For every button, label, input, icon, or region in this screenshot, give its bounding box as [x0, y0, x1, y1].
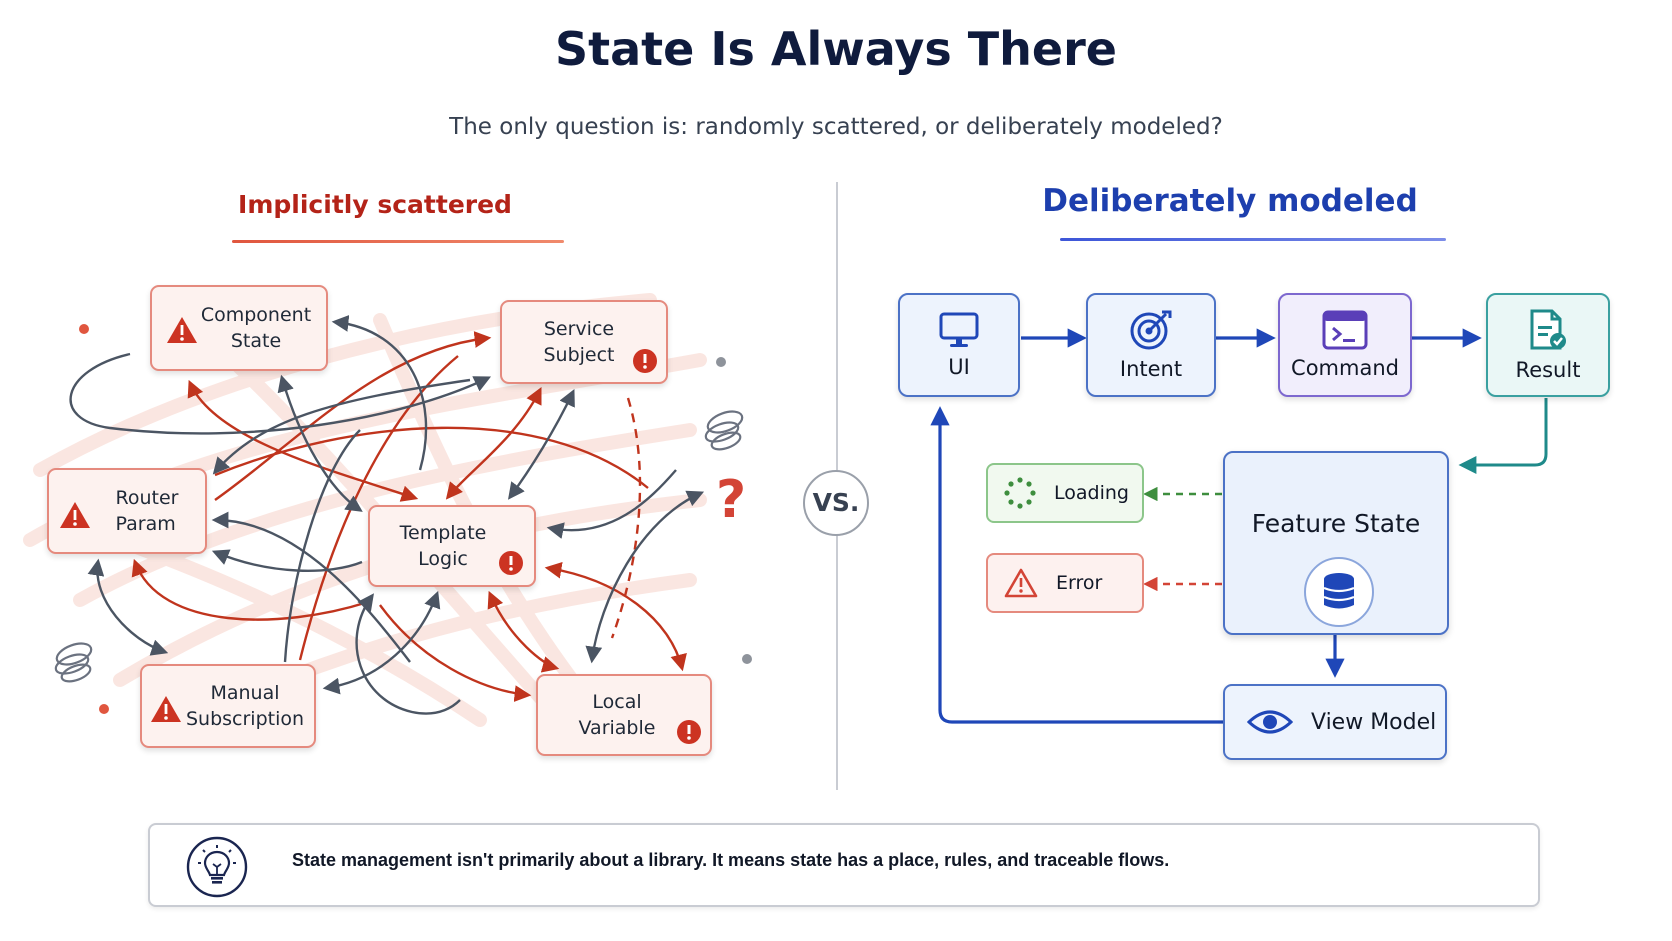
command-node: Command	[1278, 293, 1412, 397]
scattered-arrow	[214, 426, 649, 489]
scattered-arrow	[322, 590, 441, 695]
command-label: Command	[1291, 356, 1399, 380]
scattered-arrow	[211, 549, 363, 572]
spinner-icon	[1004, 477, 1036, 509]
exclamation-circle-icon	[499, 551, 523, 575]
monitor-icon	[939, 312, 979, 347]
warning-triangle-icon	[151, 696, 181, 722]
error-state: Error	[986, 553, 1144, 613]
local-variable-label: Local Variable	[578, 691, 656, 739]
eye-icon	[1247, 710, 1293, 734]
scatter-dot	[79, 324, 89, 334]
scattered-arrow	[546, 469, 677, 539]
page-title: State Is Always There	[555, 22, 1117, 76]
loading-state: Loading	[986, 463, 1144, 523]
result-node: Result	[1486, 293, 1610, 397]
view-model-node: View Model	[1223, 684, 1447, 760]
template-logic-label: Template Logic	[399, 522, 487, 570]
manual-subscription-node: Manual Subscription	[140, 664, 316, 748]
service-subject-label: Service Subject	[543, 318, 615, 366]
target-icon	[1130, 310, 1172, 350]
scattered-arrow	[87, 558, 169, 656]
feature-state-node: Feature State	[1223, 451, 1449, 635]
result-to-feature-state-arrow	[1458, 398, 1548, 474]
lightbulb-icon	[186, 836, 248, 898]
warning-triangle-icon	[167, 317, 197, 343]
footer-text: State management isn't primarily about a…	[292, 850, 1170, 870]
loading-label: Loading	[1054, 482, 1129, 504]
result-label: Result	[1515, 358, 1581, 382]
scattered-arrow	[508, 388, 575, 500]
exclamation-circle-icon	[677, 720, 701, 744]
ui-node: UI	[898, 293, 1020, 397]
scatter-dot	[99, 704, 109, 714]
feature-state-label: Feature State	[1251, 509, 1421, 538]
service-subject-node: Service Subject	[500, 300, 668, 384]
intent-label: Intent	[1119, 357, 1183, 381]
page-subtitle: The only question is: randomly scattered…	[449, 114, 1223, 140]
local-variable-node: Local Variable	[536, 674, 712, 756]
scribble-knot-icon	[704, 410, 744, 451]
exclamation-circle-icon	[633, 349, 657, 373]
warning-triangle-icon	[1004, 568, 1038, 598]
footer-callout: State management isn't primarily about a…	[148, 823, 1540, 907]
modeled-heading-underline	[1060, 238, 1446, 241]
database-icon	[1304, 557, 1374, 627]
template-logic-node: Template Logic	[368, 505, 536, 587]
terminal-icon	[1322, 310, 1368, 350]
scattered-heading: Implicitly scattered	[238, 190, 512, 219]
error-label: Error	[1056, 572, 1103, 594]
document-check-icon	[1530, 309, 1566, 350]
scattered-arrow	[283, 429, 361, 663]
scattered-arrow	[355, 593, 461, 715]
scribble-knot-icon	[54, 642, 93, 683]
scatter-dot	[742, 654, 752, 664]
modeled-heading: Deliberately modeled	[1042, 183, 1418, 219]
scattered-arrow	[331, 315, 428, 471]
scattered-arrow	[585, 490, 705, 664]
scattered-arrow	[212, 378, 471, 475]
scatter-dot	[716, 357, 726, 367]
scattered-arrow	[277, 374, 363, 512]
intent-node: Intent	[1086, 293, 1216, 397]
scattered-heading-underline	[232, 240, 564, 243]
warning-triangle-icon	[60, 502, 90, 528]
vs-badge: VS.	[803, 470, 869, 536]
manual-subscription-label: Manual Subscription	[185, 682, 305, 730]
ui-label: UI	[948, 355, 970, 379]
question-mark: ?	[716, 470, 747, 530]
view-model-to-ui-loop-arrow	[930, 406, 1223, 724]
component-state-label: Component State	[200, 304, 312, 352]
router-param-node: Router Param	[47, 468, 207, 554]
router-param-label: Router Param	[115, 487, 179, 535]
view-model-label: View Model	[1311, 709, 1437, 735]
scattered-arrow	[69, 352, 492, 435]
component-state-node: Component State	[150, 285, 328, 371]
